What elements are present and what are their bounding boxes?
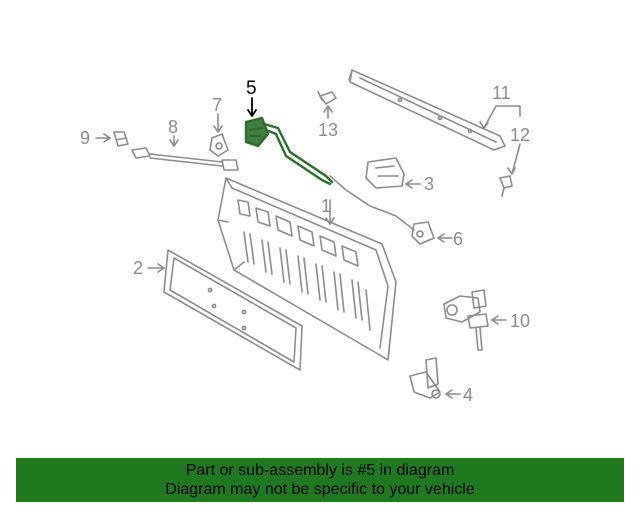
- callout-10[interactable]: 10: [510, 311, 531, 331]
- callout-4[interactable]: 4: [463, 385, 474, 405]
- part-12-clip: [499, 143, 521, 197]
- callout-8[interactable]: 8: [168, 117, 179, 137]
- callout-12[interactable]: 12: [510, 125, 531, 145]
- part-4-hinge: [409, 357, 461, 399]
- part-8-cable: [131, 135, 239, 171]
- part-11-protector-rail: [348, 69, 506, 151]
- info-banner: Part or sub-assembly is #5 in diagram Di…: [16, 458, 624, 502]
- info-banner-line-1: Part or sub-assembly is #5 in diagram: [185, 462, 455, 479]
- part-5-control-rod: [244, 97, 334, 186]
- callout-5-highlighted[interactable]: 5: [246, 78, 257, 99]
- part-1-tailgate: [217, 177, 397, 361]
- callout-2[interactable]: 2: [133, 258, 144, 278]
- part-6-lock-cable: [329, 175, 453, 245]
- part-3-handle: [365, 157, 421, 189]
- part-11-bracket-lines: [479, 105, 521, 129]
- part-10-lock-cylinder: [443, 289, 507, 351]
- callout-9[interactable]: 9: [80, 128, 91, 148]
- callout-1[interactable]: 1: [321, 196, 332, 216]
- part-9-bolt: [95, 131, 129, 147]
- callout-7[interactable]: 7: [212, 95, 223, 115]
- info-banner-line-2: Diagram may not be specific to your vehi…: [165, 481, 475, 498]
- callout-3[interactable]: 3: [424, 174, 435, 194]
- callout-13[interactable]: 13: [318, 120, 339, 140]
- part-7-hinge: [209, 113, 229, 157]
- part-2-trim-panel: [147, 249, 303, 371]
- callout-11[interactable]: 11: [492, 83, 511, 103]
- callout-6[interactable]: 6: [453, 229, 464, 249]
- part-13-bolt: [317, 91, 337, 119]
